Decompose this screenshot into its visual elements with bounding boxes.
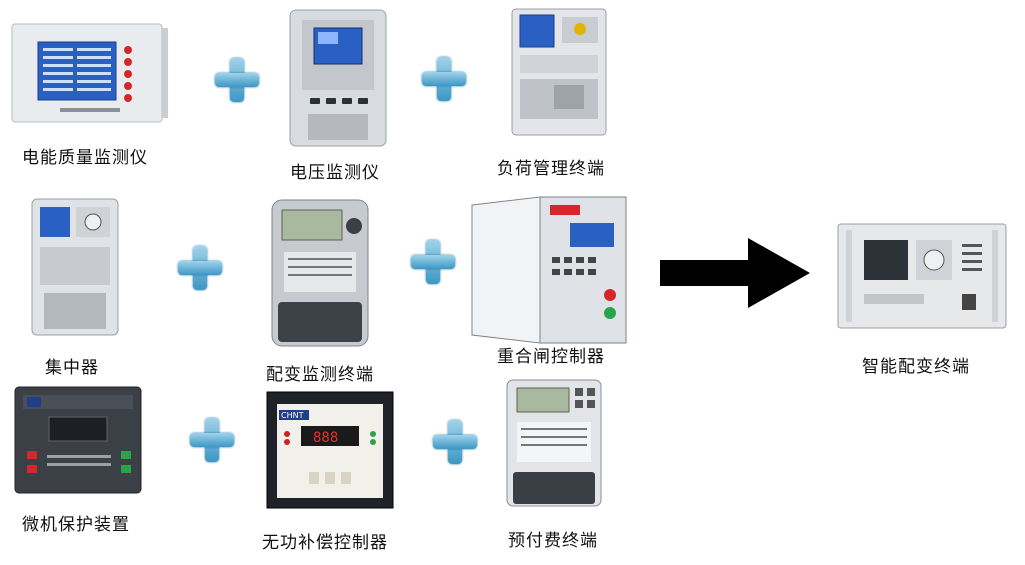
prepaid-terminal-label: 预付费终端 xyxy=(508,531,598,551)
voltage-monitor-image xyxy=(289,9,387,147)
voltage-monitor-label: 电压监测仪 xyxy=(290,163,380,183)
recloser-controller-image xyxy=(471,196,627,344)
plus-icon xyxy=(178,246,222,290)
concentrator-image xyxy=(31,198,119,336)
concentrator-label: 集中器 xyxy=(45,358,99,378)
smart-distribution-terminal-image xyxy=(837,223,1007,329)
reactive-compensation-controller-label: 无功补偿控制器 xyxy=(262,533,388,553)
compensation-display-text: 888 xyxy=(313,430,338,446)
plus-icon xyxy=(433,420,477,464)
load-management-terminal-label: 负荷管理终端 xyxy=(497,159,605,179)
recloser-controller-label: 重合闸控制器 xyxy=(497,347,605,367)
microcomputer-protection-image xyxy=(14,386,142,494)
plus-icon xyxy=(422,57,466,101)
load-management-terminal-image xyxy=(511,8,607,136)
arrow-right-icon xyxy=(660,238,810,308)
power-quality-monitor-image xyxy=(11,23,168,123)
distribution-monitor-terminal-image xyxy=(271,199,369,347)
compensation-brand-text: CHNT xyxy=(281,411,304,420)
reactive-compensation-controller-image: CHNT 888 xyxy=(266,391,394,509)
prepaid-terminal-image xyxy=(506,379,602,507)
smart-distribution-terminal-label: 智能配变终端 xyxy=(862,357,970,377)
distribution-monitor-terminal-label: 配变监测终端 xyxy=(266,365,374,385)
plus-icon xyxy=(190,418,234,462)
microcomputer-protection-label: 微机保护装置 xyxy=(22,515,130,535)
plus-icon xyxy=(411,240,455,284)
power-quality-monitor-label: 电能质量监测仪 xyxy=(22,148,148,168)
plus-icon xyxy=(215,58,259,102)
